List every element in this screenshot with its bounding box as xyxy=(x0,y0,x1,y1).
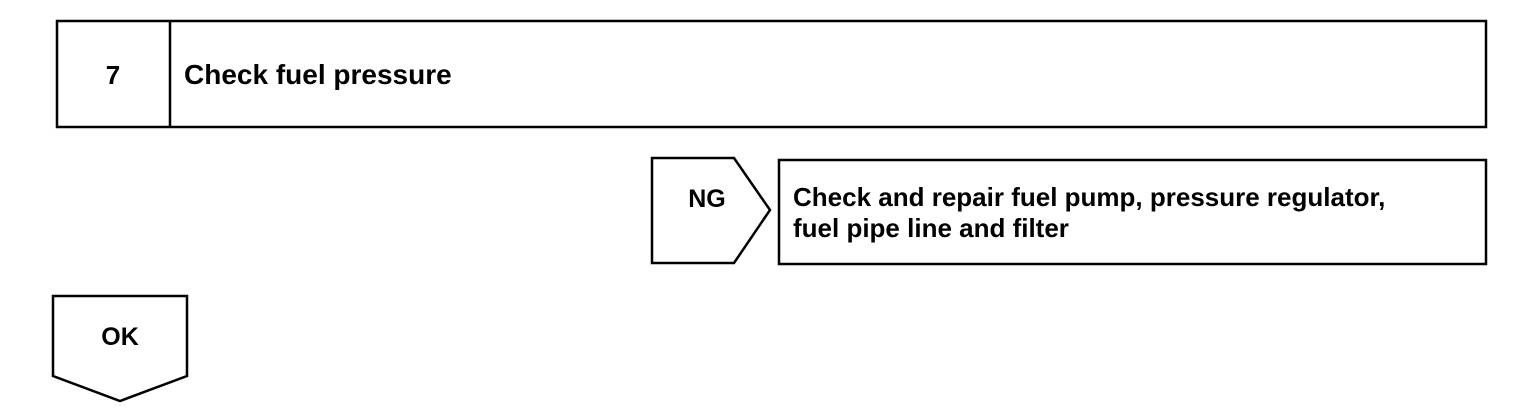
step-box-border xyxy=(55,19,1488,129)
ng-action-line1: Check and repair fuel pump, pressure reg… xyxy=(793,182,1385,212)
ng-action-box xyxy=(777,158,1488,266)
step-box: 7 Check fuel pressure xyxy=(55,19,1488,129)
step-number: 7 xyxy=(106,60,120,90)
ng-branch: NG Check and repair fuel pump, pressure … xyxy=(650,156,1488,266)
ng-arrow-shape xyxy=(650,156,772,265)
ok-label: OK xyxy=(101,323,139,351)
ok-branch: OK xyxy=(51,294,189,403)
ok-arrow-shape xyxy=(51,294,189,403)
ng-action-line2: fuel pipe line and filter xyxy=(793,213,1069,243)
step-title: Check fuel pressure xyxy=(184,59,452,90)
ng-label: NG xyxy=(688,185,726,213)
